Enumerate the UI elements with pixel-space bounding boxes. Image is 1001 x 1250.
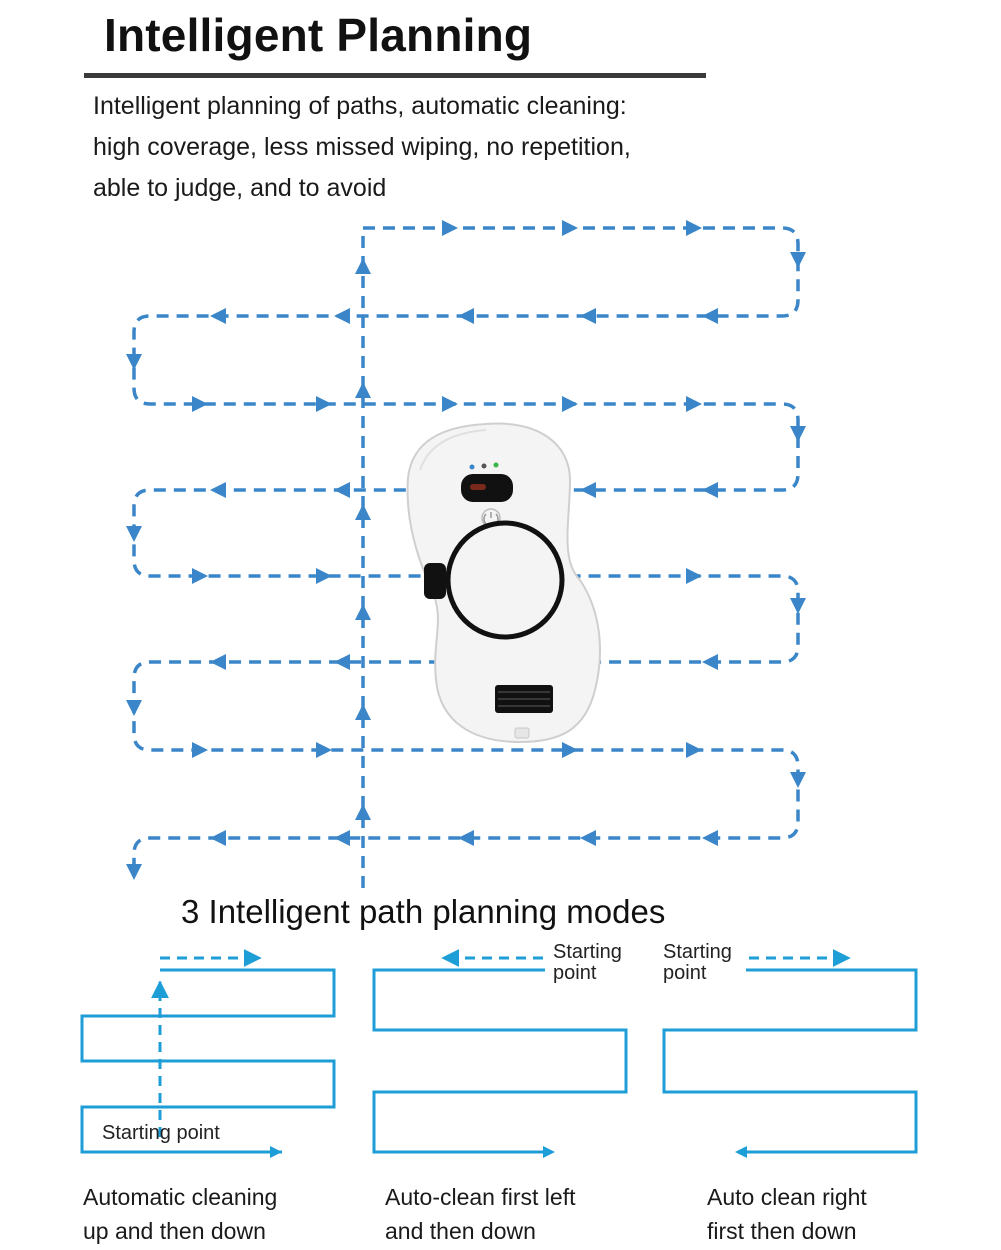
mode-2-diagram xyxy=(372,949,628,1158)
mode-1-caption-line-2: up and then down xyxy=(83,1218,266,1244)
description: Intelligent planning of paths, automatic… xyxy=(93,86,631,209)
mode-2-start-label: Starting point xyxy=(553,942,622,984)
mode-1-path xyxy=(80,968,336,1154)
status-light-icon xyxy=(469,464,475,470)
mode-3-caption-line-2: first then down xyxy=(707,1218,857,1244)
mode-3-caption: Auto clean right first then down xyxy=(707,1180,867,1248)
status-light-icon xyxy=(493,462,499,468)
mode-3-caption-line-1: Auto clean right xyxy=(707,1184,867,1210)
robot-suction-ring xyxy=(445,520,565,640)
description-line-1: Intelligent planning of paths, automatic… xyxy=(93,92,627,120)
description-line-3: able to judge, and to avoid xyxy=(93,174,387,202)
mode-1-diagram xyxy=(80,949,336,1158)
mode-1-caption: Automatic cleaning up and then down xyxy=(83,1180,277,1248)
mode-2-path xyxy=(372,968,628,1154)
mode-3-diagram xyxy=(662,949,918,1158)
zigzag-path xyxy=(132,226,800,868)
mode-3-start-label-line-2: point xyxy=(663,962,707,984)
mode-2-start-label-line-1: Starting xyxy=(553,941,622,963)
mode-2-caption: Auto-clean first left and then down xyxy=(385,1180,575,1248)
mode-3-start-label-line-1: Starting xyxy=(663,941,732,963)
mode-2-start-label-line-2: point xyxy=(553,962,597,984)
mode-3-start-label: Starting point xyxy=(663,942,732,984)
big-path-group xyxy=(132,226,800,888)
robot-display xyxy=(461,474,513,502)
mode-3-path xyxy=(662,968,918,1154)
mode-1-start-label: Starting point xyxy=(102,1122,220,1144)
mode-2-caption-line-2: and then down xyxy=(385,1218,536,1244)
status-light-icon xyxy=(481,463,487,469)
title-underline xyxy=(84,73,706,78)
window-robot xyxy=(406,422,601,744)
big-path-arrows xyxy=(126,220,806,880)
modes-title: 3 Intelligent path planning modes xyxy=(181,893,666,930)
robot-side-handle xyxy=(424,563,446,599)
description-line-2: high coverage, less missed wiping, no re… xyxy=(93,133,631,161)
mode-2-caption-line-1: Auto-clean first left xyxy=(385,1184,576,1210)
mode-1-caption-line-1: Automatic cleaning xyxy=(83,1184,278,1210)
page-title: Intelligent Planning xyxy=(104,9,533,61)
